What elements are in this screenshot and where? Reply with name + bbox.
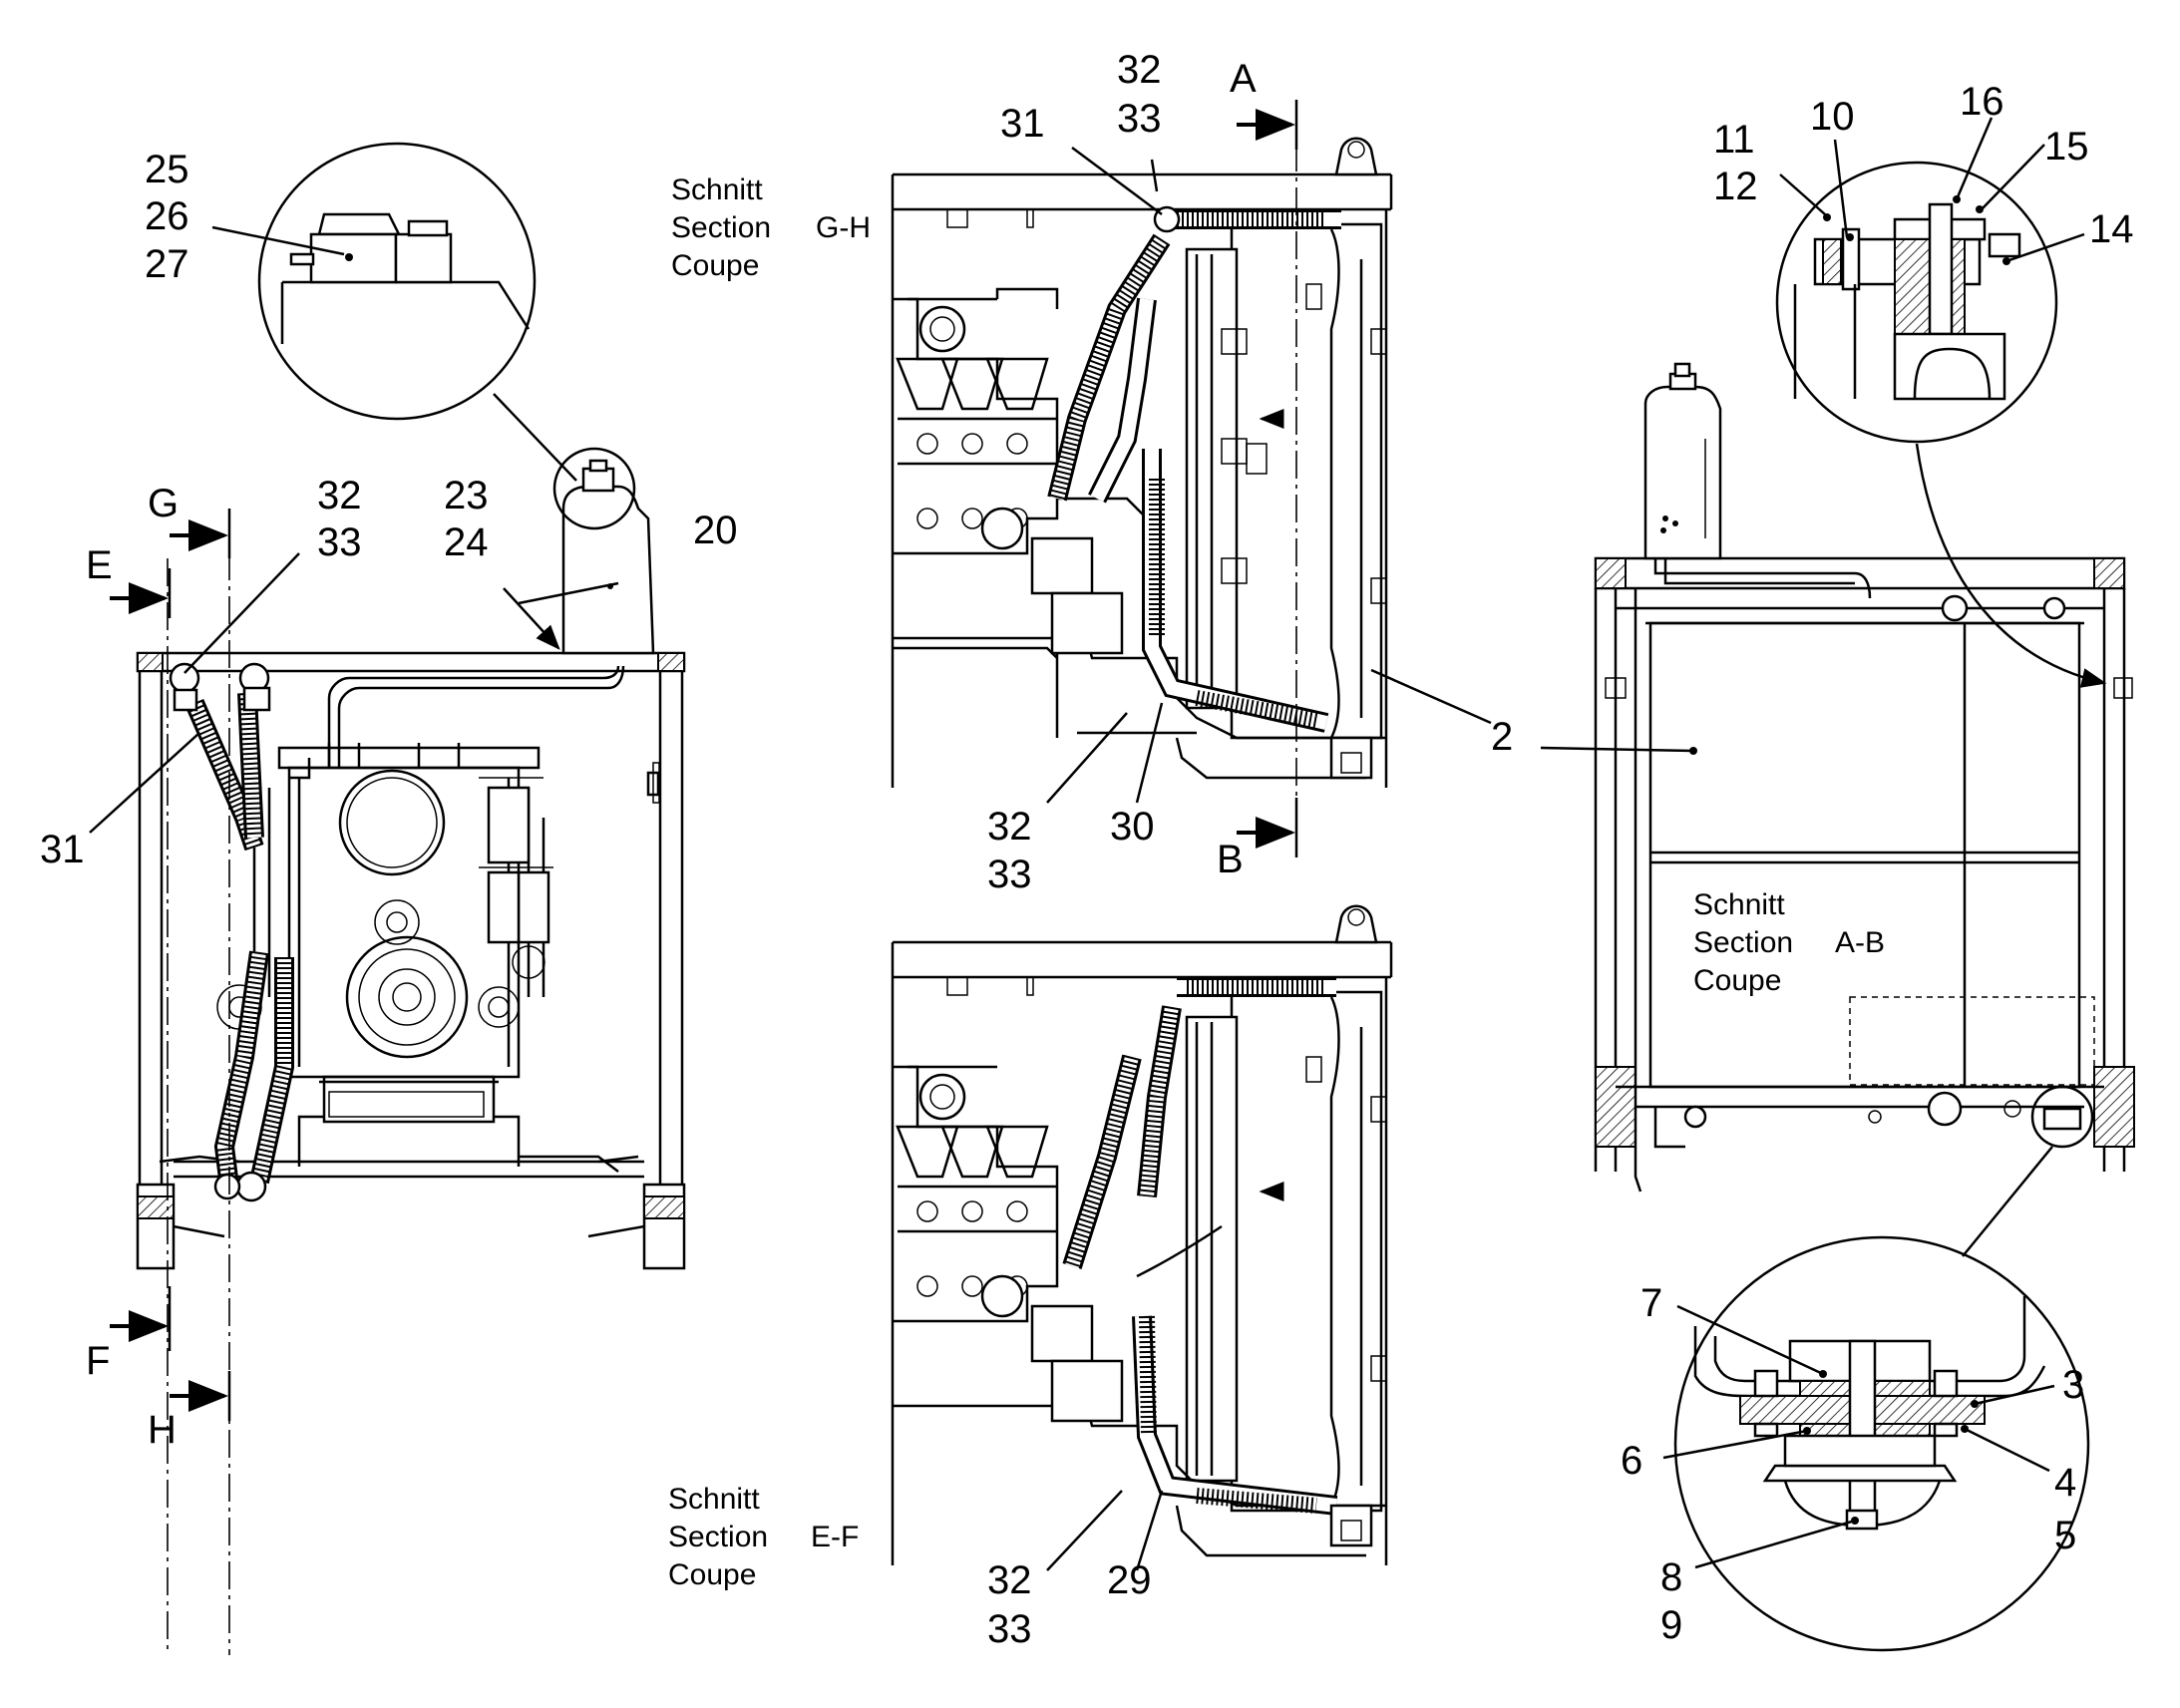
caption-ab-id: A-B [1835,926,1885,959]
callout-33-left: 33 [317,520,362,564]
callout-32-mid: 32 [987,805,1032,849]
callout-15: 15 [2044,125,2089,169]
callout-12: 12 [1713,165,1758,208]
side-view-gh [891,100,1393,857]
callout-25: 25 [145,148,189,191]
callout-20: 20 [693,509,738,552]
leader-lines [89,117,2085,1571]
callout-6: 6 [1621,1439,1642,1483]
section-view-ab [1594,362,2135,1257]
callout-labels: 25 26 27 32 33 23 24 20 31 32 33 31 32 3… [40,48,2134,1651]
callout-32-bot: 32 [987,1558,1032,1602]
caption-gh-line3: Coupe [671,249,759,282]
caption-ef-id: E-F [811,1521,859,1553]
callout-27: 27 [145,242,189,286]
callout-3: 3 [2062,1363,2084,1407]
section-captions: Schnitt Section Coupe G-H Schnitt Sectio… [668,173,1885,1591]
callout-32-top: 32 [1117,48,1162,92]
callout-24: 24 [444,520,489,564]
caption-ab-line3: Coupe [1693,964,1781,997]
caption-gh-line1: Schnitt [671,173,763,206]
callout-29: 29 [1107,1558,1152,1602]
callout-11: 11 [1713,118,1755,162]
caption-ef-line1: Schnitt [668,1483,760,1516]
caption-ab-line1: Schnitt [1693,888,1785,921]
callout-23: 23 [444,474,489,517]
callout-2: 2 [1491,715,1513,759]
caption-ef-line3: Coupe [668,1558,756,1591]
caption-ab-line2: Section [1693,926,1793,959]
detail-circle-fill-cap [257,142,636,530]
section-letter-f: F [86,1339,110,1383]
callout-33-mid: 33 [987,853,1032,896]
callout-33-bot: 33 [987,1607,1032,1651]
section-arrows-left [110,509,231,1421]
callout-31-top: 31 [1000,102,1045,146]
caption-gh-line2: Section [671,211,771,244]
side-view-ef [891,904,1393,1565]
detail-circle-mount-top [1775,161,2058,444]
callout-26: 26 [145,194,189,238]
callout-7: 7 [1640,1281,1662,1325]
callout-32-left: 32 [317,474,362,517]
caption-gh-id: G-H [816,211,871,244]
callout-33-top: 33 [1117,97,1162,141]
section-letter-g: G [148,482,179,525]
callout-9: 9 [1660,1603,1682,1647]
caption-ef-line2: Section [668,1521,768,1553]
section-letter-b: B [1217,838,1244,881]
detail-circle-mount-bottom [1673,1235,2090,1652]
front-view [136,459,686,1655]
callout-16: 16 [1960,80,2004,124]
callout-14: 14 [2089,207,2134,251]
callout-31-left: 31 [40,828,85,871]
section-letter-e: E [86,543,113,587]
callout-30: 30 [1110,805,1155,849]
section-letter-h: H [148,1408,177,1452]
section-marker-letters: G E F H A B [86,57,1257,1452]
callout-4: 4 [2054,1461,2076,1505]
callout-8: 8 [1660,1555,1682,1599]
section-letter-a: A [1230,57,1257,101]
callout-5: 5 [2054,1514,2076,1557]
callout-10: 10 [1810,95,1855,139]
